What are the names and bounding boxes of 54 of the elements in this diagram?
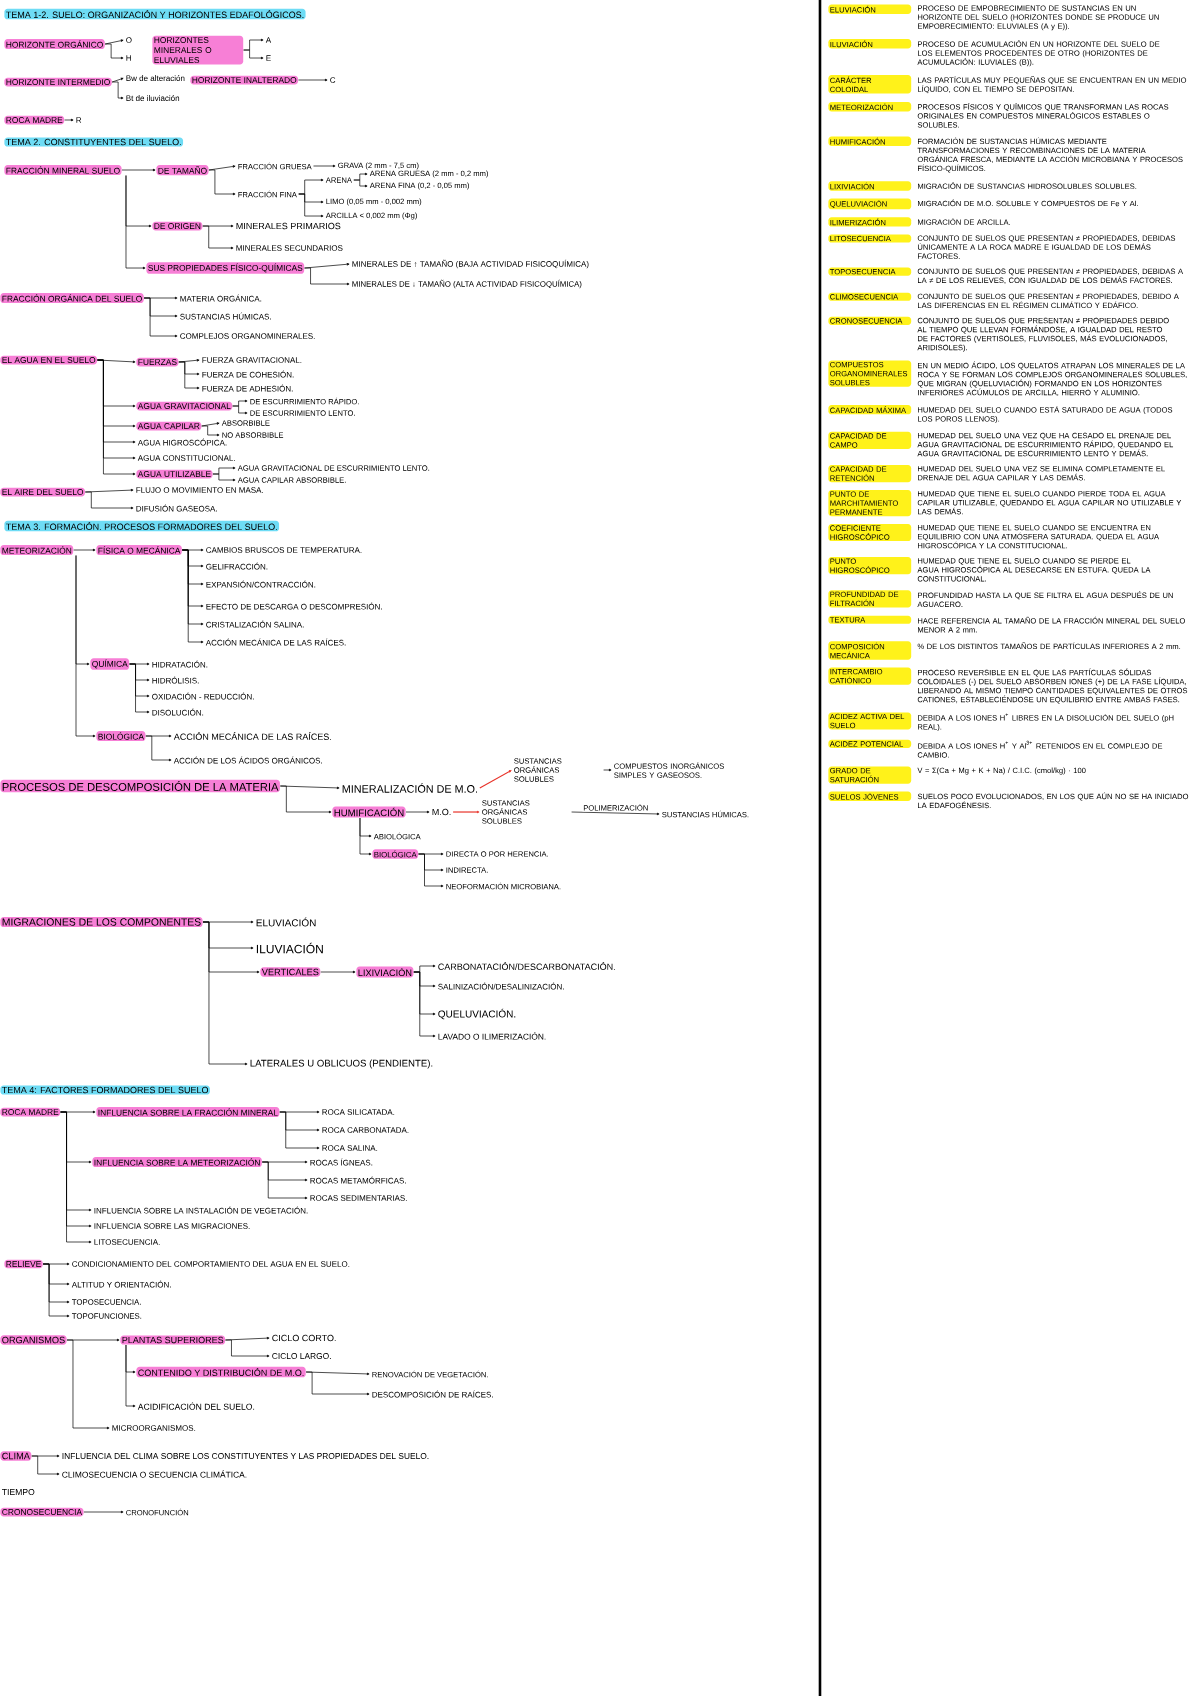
arrow (83, 1510, 124, 1514)
arrow (413, 971, 436, 1038)
arrow (181, 549, 204, 644)
arrow (603, 768, 612, 772)
arrow (104, 43, 124, 60)
arrow (202, 921, 248, 1066)
arrow (279, 1111, 320, 1150)
arrow (121, 168, 156, 172)
arrow (129, 663, 150, 714)
arrow (64, 118, 74, 122)
arrow (298, 78, 328, 82)
arrow (111, 81, 124, 100)
arrow (304, 267, 350, 286)
arrow (359, 817, 372, 856)
arrow (143, 297, 178, 338)
arrow (313, 164, 336, 168)
arrow (452, 810, 480, 814)
arrow (125, 175, 146, 270)
arrow (178, 361, 200, 390)
arrow (418, 853, 444, 888)
arrow (202, 225, 234, 250)
arrow (145, 735, 172, 762)
arrow (353, 172, 368, 181)
arrow (304, 263, 350, 269)
arrow (413, 964, 436, 973)
arrow (84, 491, 134, 510)
arrow (298, 193, 324, 218)
arrow (353, 179, 368, 188)
arrow (225, 1339, 270, 1358)
arrow (212, 473, 236, 482)
arrow (201, 422, 220, 427)
arrow (232, 399, 248, 407)
arrow (104, 39, 124, 45)
arrow (232, 405, 248, 415)
arrow (405, 810, 430, 814)
arrow (201, 425, 220, 437)
arrow (279, 785, 332, 814)
arrow (42, 1263, 70, 1318)
arrow (479, 770, 512, 789)
arrow (298, 178, 324, 195)
arrow (243, 38, 264, 51)
arrow (212, 466, 236, 475)
arrow (305, 1371, 370, 1396)
arrow (31, 1455, 60, 1476)
arrow (320, 970, 356, 974)
arrow (111, 77, 124, 83)
arrow (75, 555, 96, 738)
arrow (73, 548, 96, 552)
arrow (66, 1339, 110, 1430)
arrow (261, 1161, 308, 1200)
arrow (208, 169, 236, 196)
arrow (125, 1344, 136, 1408)
arrow (243, 49, 264, 60)
arrow (571, 811, 660, 816)
